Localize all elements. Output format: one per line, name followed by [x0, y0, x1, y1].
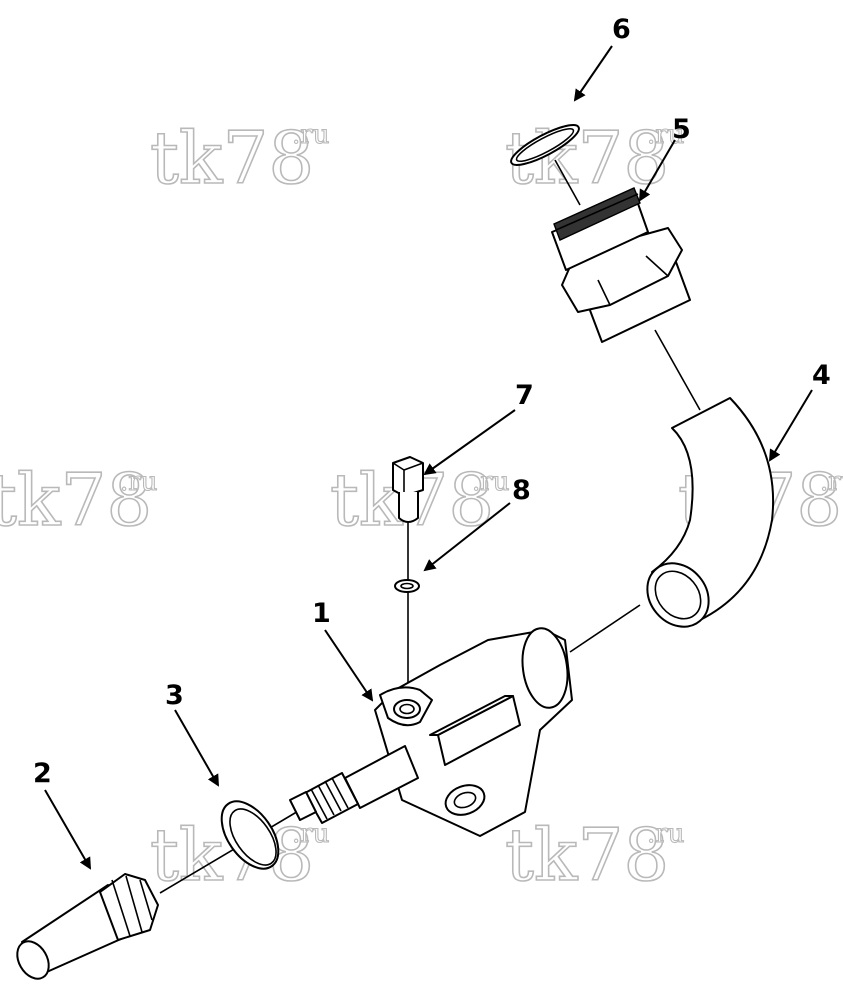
watermark-bottom-right: tk78 .ru [504, 812, 685, 898]
svg-text:tk78: tk78 [505, 116, 669, 200]
callout-1: 1 [312, 598, 331, 629]
part-8-washer [394, 579, 420, 593]
callout-6: 6 [612, 14, 631, 45]
svg-text:tk78: tk78 [0, 458, 152, 542]
leader-6 [573, 45, 613, 102]
leader-8 [423, 502, 511, 572]
svg-text:.ru: .ru [647, 819, 684, 849]
part-2-nozzle-cap [16, 873, 159, 980]
watermark-top-left: tk78 .ru [149, 115, 330, 201]
part-6-seal-ring [510, 124, 580, 166]
leader-3 [174, 709, 219, 787]
callout-7: 7 [515, 380, 534, 411]
svg-text:tk78: tk78 [150, 116, 314, 200]
callout-5: 5 [672, 114, 691, 145]
leader-4 [768, 389, 813, 462]
leader-2 [44, 789, 91, 870]
svg-text:.ru: .ru [820, 467, 843, 497]
watermark-mid-center: tk78 .ru [329, 457, 510, 543]
part-7-bolt [392, 456, 424, 523]
leader-5 [638, 139, 676, 202]
callout-3: 3 [165, 680, 184, 711]
leader-arrows [44, 45, 813, 870]
svg-text:tk78: tk78 [330, 458, 494, 542]
svg-text:.ru: .ru [120, 467, 157, 497]
watermark-top-right: tk78 .ru [504, 115, 685, 201]
part-3-retaining-ring [220, 800, 280, 870]
svg-text:tk78: tk78 [505, 813, 669, 897]
leader-7 [423, 409, 516, 476]
svg-text:.ru: .ru [647, 120, 684, 150]
callout-4: 4 [812, 360, 831, 391]
callout-2: 2 [33, 758, 52, 789]
part-1-valve-body [289, 627, 573, 837]
leader-1 [324, 629, 374, 702]
watermark-mid-left: tk78 .ru [0, 457, 158, 543]
callout-8: 8 [512, 475, 531, 506]
svg-text:.ru: .ru [472, 467, 509, 497]
svg-text:.ru: .ru [292, 120, 329, 150]
svg-text:.ru: .ru [292, 819, 329, 849]
part-5-hex-fitting [551, 187, 691, 343]
part-4-bent-hose [646, 397, 775, 628]
